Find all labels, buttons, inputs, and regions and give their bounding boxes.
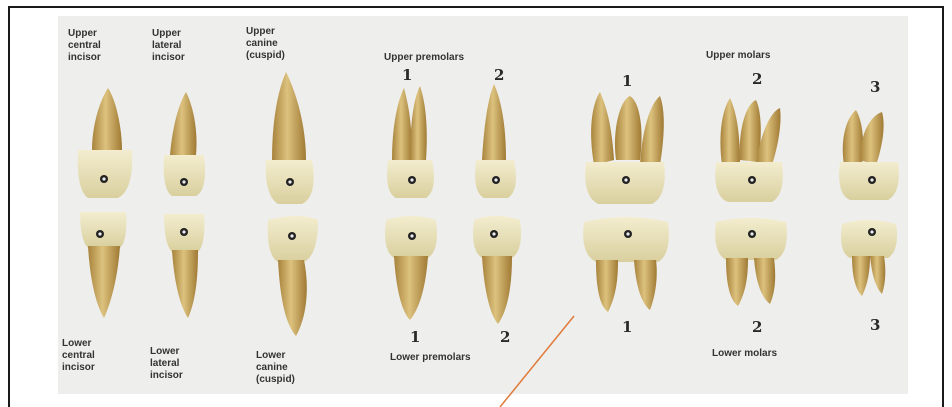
number-upper-premolar-2: 2 xyxy=(494,66,504,84)
upper-central-incisor xyxy=(78,88,133,198)
number-lower-molar-1: 1 xyxy=(622,318,632,336)
upper-molar-1 xyxy=(585,92,665,204)
number-upper-molar-3: 3 xyxy=(870,78,880,96)
upper-molar-3 xyxy=(839,110,899,200)
lower-central-incisor xyxy=(80,212,126,318)
upper-premolar-1 xyxy=(387,86,434,198)
lower-premolar-1 xyxy=(385,216,437,320)
lower-molar-3 xyxy=(841,220,897,296)
lower-premolar-2 xyxy=(473,216,521,324)
number-upper-molar-1: 1 xyxy=(622,72,632,90)
lower-lateral-incisor xyxy=(164,214,204,318)
label-upper-premolars: Upper premolars xyxy=(384,52,464,64)
label-lower-molars: Lower molars xyxy=(712,348,777,360)
lower-canine xyxy=(268,216,318,336)
lower-molar-2 xyxy=(715,218,787,306)
upper-molar-2 xyxy=(715,98,783,202)
number-upper-molar-2: 2 xyxy=(752,70,762,88)
upper-lateral-incisor xyxy=(164,92,205,196)
label-lower-central-incisor: Lower central incisor xyxy=(62,338,95,374)
label-lower-lateral-incisor: Lower lateral incisor xyxy=(150,346,183,382)
label-lower-canine: Lower canine (cuspid) xyxy=(256,350,295,386)
lower-molar-1 xyxy=(583,217,669,312)
number-lower-premolar-2: 2 xyxy=(500,328,510,346)
label-upper-lateral-incisor: Upper lateral incisor xyxy=(152,28,185,64)
pointer-line xyxy=(500,316,574,407)
number-lower-molar-2: 2 xyxy=(752,318,762,336)
number-lower-molar-3: 3 xyxy=(870,316,880,334)
label-upper-canine: Upper canine (cuspid) xyxy=(246,26,285,62)
label-upper-molars: Upper molars xyxy=(706,50,770,62)
number-lower-premolar-1: 1 xyxy=(410,328,420,346)
label-lower-premolars: Lower premolars xyxy=(390,352,471,364)
upper-premolar-2 xyxy=(475,84,516,198)
number-upper-premolar-1: 1 xyxy=(402,66,412,84)
label-upper-central-incisor: Upper central incisor xyxy=(68,28,101,64)
upper-canine xyxy=(266,72,314,204)
